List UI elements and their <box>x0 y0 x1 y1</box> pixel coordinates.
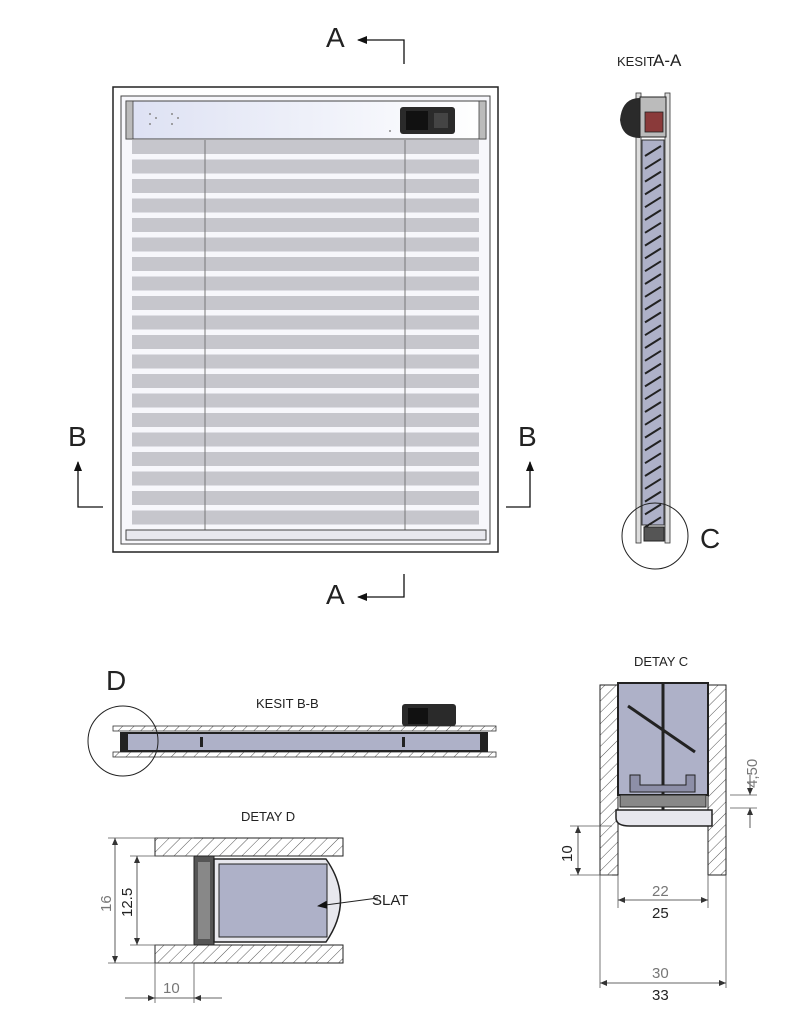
slat-section <box>644 273 662 285</box>
section-mark-a-bottom: A <box>326 574 405 610</box>
section-aa-title-suffix: A-A <box>653 51 682 70</box>
slat-section <box>644 260 662 273</box>
slat-section <box>644 349 662 362</box>
detail-d: DETAY D SLAT 16 12.5 10 <box>98 809 408 1003</box>
callout-c: C <box>700 523 720 554</box>
slat-section <box>644 234 662 247</box>
slats <box>132 140 479 525</box>
dim-30: 30 <box>652 965 669 982</box>
slat-section <box>644 465 662 477</box>
svg-text:B: B <box>68 421 87 452</box>
slat <box>132 315 479 330</box>
slat-section <box>644 298 662 311</box>
slat-section <box>644 516 662 529</box>
dim-10-d: 10 <box>163 980 180 997</box>
slat-section <box>644 196 662 209</box>
section-aa-title-prefix: KESIT <box>617 54 655 69</box>
slat <box>132 510 479 525</box>
slat-section <box>644 183 662 196</box>
slat-section <box>644 285 662 298</box>
slat-section <box>644 324 662 337</box>
slat-section <box>644 375 662 388</box>
slat-section <box>644 503 662 516</box>
slat-section <box>644 413 662 426</box>
slat <box>132 296 479 310</box>
section-bb-title: KESIT B-B <box>256 696 319 711</box>
motor-unit <box>400 107 455 134</box>
slat <box>132 491 479 505</box>
detail-d-title: DETAY D <box>241 809 295 824</box>
slat-section <box>644 452 662 465</box>
dim-16: 16 <box>98 895 115 912</box>
callout-d: D <box>106 665 126 696</box>
section-mark-b-right: B <box>506 421 537 508</box>
slat <box>132 257 479 271</box>
dim-22: 22 <box>652 883 669 900</box>
front-view <box>112 86 499 553</box>
motor-section <box>620 98 640 138</box>
section-bb: D KESIT B-B <box>87 665 497 777</box>
label-slat: SLAT <box>372 892 408 909</box>
slat-section <box>644 362 662 375</box>
slat <box>132 335 479 349</box>
slat-section <box>644 157 662 170</box>
section-aa: KESIT A-A C <box>617 51 720 570</box>
slat-section <box>644 247 662 260</box>
slat-section <box>644 490 662 503</box>
slat-section <box>644 221 662 234</box>
slat-section <box>644 401 662 413</box>
slat-section <box>644 426 662 439</box>
slat-section <box>644 337 662 349</box>
slat-section <box>644 388 662 401</box>
detail-c-circle <box>621 502 689 570</box>
bottom-rail <box>125 529 487 541</box>
slat <box>132 374 479 388</box>
slat-section-lines <box>644 145 662 529</box>
slat <box>132 159 479 174</box>
slat <box>132 432 479 447</box>
dim-450: 4,50 <box>744 759 761 788</box>
slat-section <box>644 477 662 490</box>
section-mark-a-top: A <box>326 22 405 64</box>
svg-text:A: A <box>326 22 345 53</box>
dim-125: 12.5 <box>119 888 136 917</box>
slat <box>132 179 479 193</box>
motor-unit-bb <box>402 704 456 726</box>
slat-section <box>644 170 662 183</box>
slat <box>132 393 479 408</box>
slat-section <box>644 311 662 324</box>
detail-d-circle <box>87 705 159 777</box>
dim-25: 25 <box>652 905 669 922</box>
slat <box>132 471 479 486</box>
slat-section <box>644 209 662 221</box>
dim-33: 33 <box>652 987 669 1004</box>
svg-text:A: A <box>326 579 345 610</box>
detail-c-title: DETAY C <box>634 654 688 669</box>
slat <box>132 452 479 466</box>
slat <box>132 218 479 232</box>
slat <box>132 276 479 291</box>
slat <box>132 237 479 252</box>
slat <box>132 354 479 369</box>
slat-section <box>644 145 662 157</box>
detail-c: DETAY C 4,50 10 22 25 30 33 <box>559 654 761 1004</box>
slat <box>132 198 479 213</box>
svg-text:B: B <box>518 421 537 452</box>
slat <box>132 140 479 154</box>
slat-section <box>644 439 662 452</box>
slat <box>132 413 479 427</box>
dim-10-c: 10 <box>559 845 576 862</box>
section-mark-b-left: B <box>68 421 103 508</box>
